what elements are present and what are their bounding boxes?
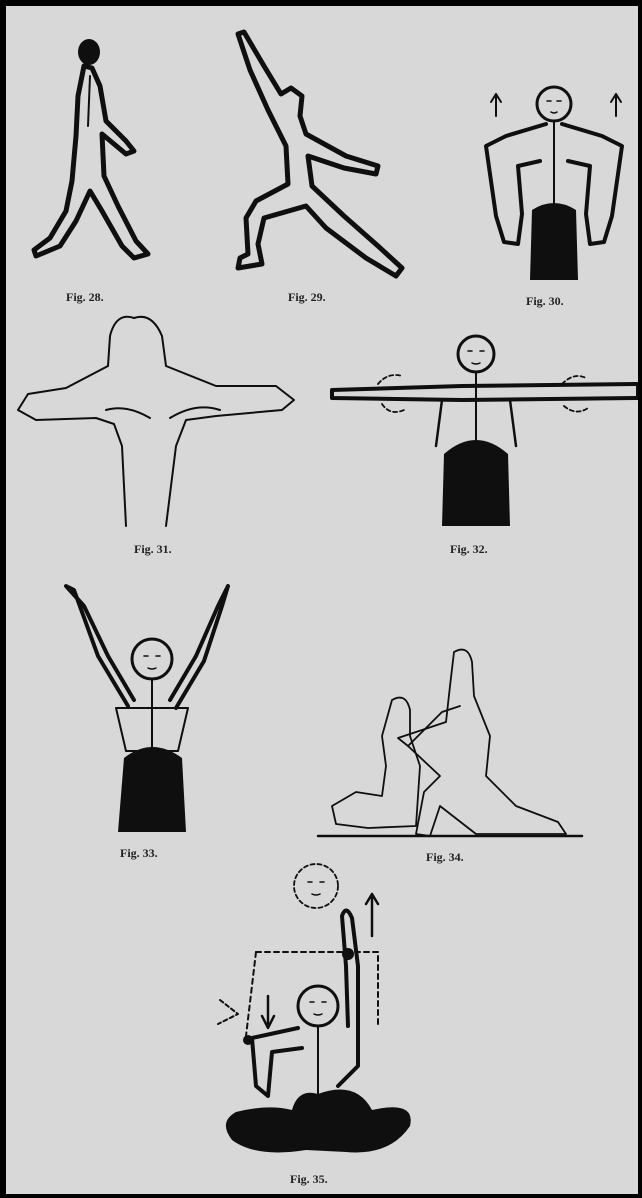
fig-31-back-shoulders-figure bbox=[18, 317, 294, 526]
fig-34-caption: Fig. 34. bbox=[426, 850, 464, 865]
fig-30-arms-lift-figure bbox=[486, 87, 622, 280]
fig-32-caption: Fig. 32. bbox=[450, 542, 488, 557]
fig-34-assisted-kneeling-figures bbox=[318, 650, 582, 836]
fig-35-seated-arm-raise-figure bbox=[218, 864, 411, 1152]
fig-33-caption: Fig. 33. bbox=[120, 846, 158, 861]
plate-page: Fig. 28. Fig. 29. Fig. 30. Fig. 31. Fig.… bbox=[6, 6, 638, 1194]
fig-35-caption: Fig. 35. bbox=[290, 1172, 328, 1187]
fig-31-caption: Fig. 31. bbox=[134, 542, 172, 557]
fig-29-lunge-figure bbox=[238, 32, 402, 276]
fig-28-walking-figure bbox=[34, 39, 148, 258]
plate-illustrations bbox=[6, 6, 638, 1194]
fig-33-arms-raised-figure bbox=[66, 586, 228, 832]
fig-28-caption: Fig. 28. bbox=[66, 290, 104, 305]
fig-32-arms-horizontal-figure bbox=[332, 336, 638, 526]
fig-30-caption: Fig. 30. bbox=[526, 294, 564, 309]
fig-29-caption: Fig. 29. bbox=[288, 290, 326, 305]
